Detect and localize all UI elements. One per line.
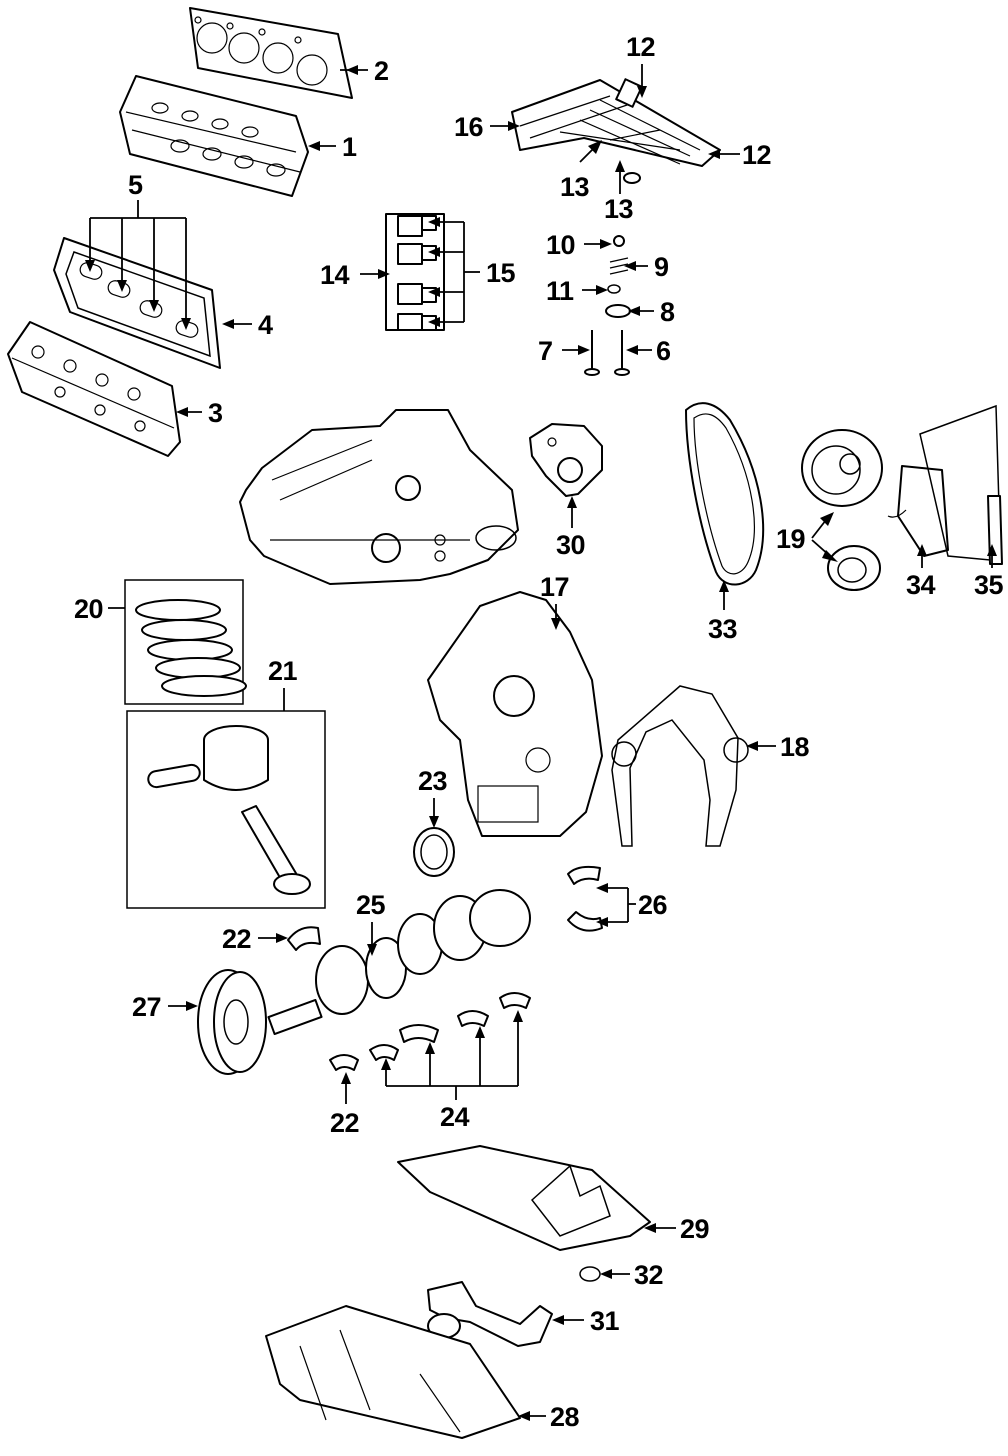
callout-20: 20	[74, 594, 103, 624]
rocker-arm-assembly	[511, 78, 721, 167]
timing-cover	[427, 591, 603, 837]
callout-7: 7	[538, 336, 553, 366]
callout-17: 17	[540, 572, 569, 602]
callout-32: 32	[634, 1260, 663, 1290]
callout-13a: 13	[560, 172, 590, 202]
piston-and-rod-box	[126, 710, 326, 909]
callout-31: 31	[590, 1306, 620, 1336]
cylinder-head	[119, 75, 309, 197]
callout-12b: 12	[742, 140, 771, 170]
callout-28: 28	[550, 1402, 580, 1432]
thrust-washers	[567, 865, 603, 932]
callout-16: 16	[454, 112, 484, 142]
cylinder-head-gasket	[189, 7, 353, 99]
callout-26: 26	[638, 890, 668, 920]
main-bearings	[369, 992, 531, 1061]
callout-12a: 12	[626, 32, 655, 62]
harmonic-balancer	[197, 969, 267, 1075]
timing-chain	[685, 402, 765, 586]
callout-3: 3	[208, 398, 223, 428]
oil-pan	[265, 1305, 521, 1439]
callout-10: 10	[546, 230, 575, 260]
callout-22a: 22	[222, 924, 251, 954]
callout-22b: 22	[330, 1108, 359, 1138]
callout-35: 35	[974, 570, 1004, 600]
valve-cover-gasket	[53, 237, 221, 369]
front-crank-seal	[413, 827, 455, 877]
valve-spring-parts	[584, 235, 631, 376]
o-ring	[579, 1266, 601, 1282]
callout-5: 5	[128, 170, 143, 200]
callout-24: 24	[440, 1102, 470, 1132]
callout-19: 19	[776, 524, 806, 554]
rod-bearing-lower	[329, 1054, 359, 1071]
callout-25: 25	[356, 890, 386, 920]
callout-18: 18	[780, 732, 810, 762]
callout-15: 15	[486, 258, 516, 288]
timing-sprockets	[801, 429, 883, 591]
callout-6: 6	[656, 336, 671, 366]
callout-34: 34	[906, 570, 936, 600]
upper-oil-pan	[397, 1145, 651, 1251]
callout-14: 14	[320, 260, 350, 290]
callout-1: 1	[342, 132, 357, 162]
piston-rings-box	[124, 579, 247, 705]
callout-leaders	[85, 64, 997, 1421]
callout-2: 2	[374, 56, 389, 86]
lifter-guide-bracket	[385, 213, 445, 331]
callout-33: 33	[708, 614, 738, 644]
callout-4: 4	[258, 310, 273, 340]
oil-pickup-tube	[427, 1281, 553, 1347]
callout-11: 11	[546, 276, 574, 306]
crankshaft	[267, 889, 531, 1036]
callout-30: 30	[556, 530, 585, 560]
engine-block	[239, 409, 519, 585]
callout-9: 9	[654, 252, 669, 282]
callout-13b: 13	[604, 194, 634, 224]
chain-tensioner	[887, 404, 1001, 561]
callout-8: 8	[660, 297, 675, 327]
callout-23: 23	[418, 766, 448, 796]
callout-21: 21	[268, 656, 298, 686]
valve-cover	[7, 321, 181, 457]
rod-bearing-upper	[287, 926, 321, 951]
callout-labels: 1 2 3 4 5 6 7 8 9 10 11 12 12 13 13 14 1…	[74, 32, 1004, 1432]
timing-cover-gasket	[611, 685, 749, 847]
pushrods	[579, 99, 701, 184]
callout-27: 27	[132, 992, 161, 1022]
callout-29: 29	[680, 1214, 710, 1244]
oil-pump	[529, 423, 603, 497]
